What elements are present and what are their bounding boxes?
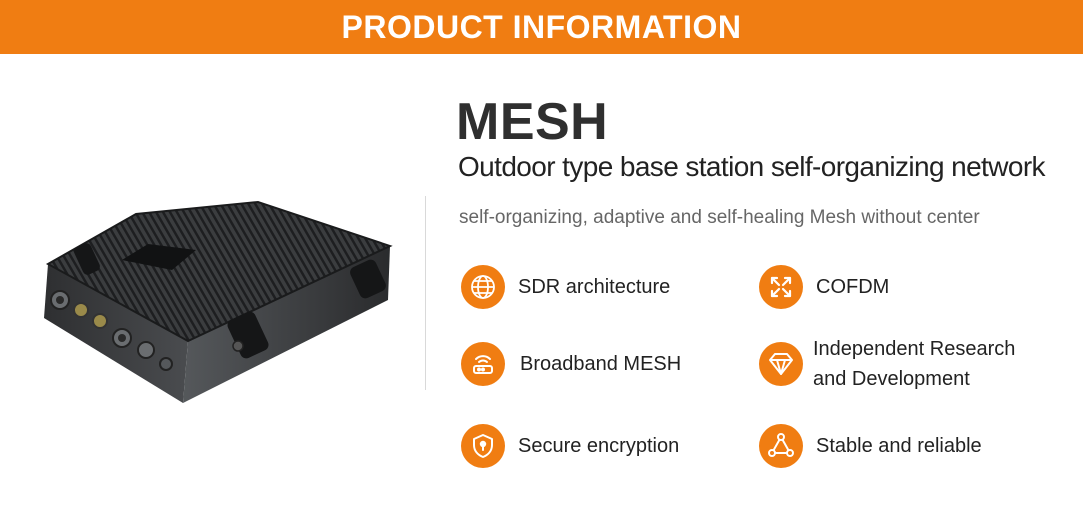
shield-icon xyxy=(461,424,505,468)
arrows-cross-icon xyxy=(759,265,803,309)
product-subtitle: Outdoor type base station self-organizin… xyxy=(458,151,1046,182)
feature-cofdm: COFDM xyxy=(759,265,889,309)
feature-secure-encryption: Secure encryption xyxy=(461,424,679,468)
feature-label: Broadband MESH xyxy=(520,353,682,375)
globe-icon xyxy=(461,265,505,309)
feature-stable-reliable: Stable and reliable xyxy=(759,424,982,468)
vertical-divider xyxy=(425,196,426,390)
feature-label: Independent Research and Development xyxy=(813,338,1016,390)
feature-label: COFDM xyxy=(816,276,890,298)
header-banner: PRODUCT INFORMATION xyxy=(0,0,1083,54)
feature-independent-research: Independent Research and Development xyxy=(759,334,1053,394)
feature-label: Secure encryption xyxy=(518,435,680,457)
feature-label: Stable and reliable xyxy=(816,435,982,457)
triangle-network-icon xyxy=(759,424,803,468)
router-icon xyxy=(461,342,505,386)
feature-label: SDR architecture xyxy=(518,276,671,298)
product-image xyxy=(44,200,393,403)
product-description: self-organizing, adaptive and self-heali… xyxy=(459,207,980,228)
diamond-icon xyxy=(759,342,803,386)
feature-broadband-mesh: Broadband MESH xyxy=(461,342,681,386)
banner-title: PRODUCT INFORMATION xyxy=(341,8,742,45)
feature-sdr-architecture: SDR architecture xyxy=(461,265,670,309)
product-title: MESH xyxy=(456,93,609,151)
